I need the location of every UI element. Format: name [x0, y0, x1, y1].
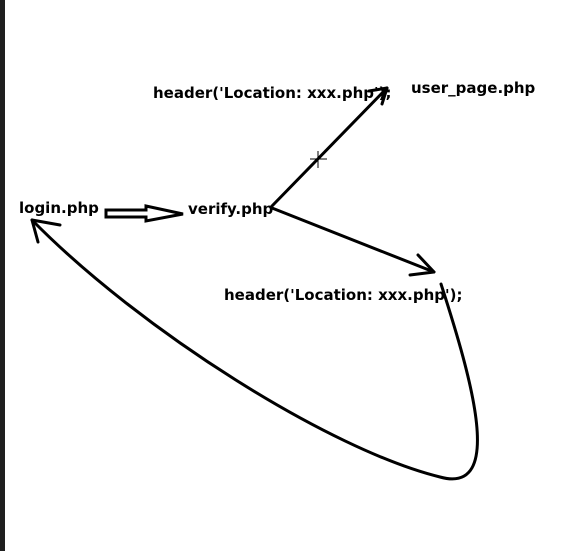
- failure-to-login-arrowhead: [30, 218, 62, 244]
- verify-to-userpage-arrowhead: [367, 86, 389, 106]
- redirect-header-label-success: header('Location: xxx.php');: [153, 84, 392, 102]
- login-to-verify-arrow: [104, 204, 184, 223]
- redirect-header-label-failure: header('Location: xxx.php');: [224, 286, 463, 304]
- user-page-php-label: user_page.php: [411, 79, 536, 97]
- login-php-label: login.php: [19, 199, 99, 217]
- window-left-border: [0, 0, 5, 551]
- failure-to-login-loop: [30, 218, 479, 481]
- verify-to-failure-arrow: [270, 206, 436, 274]
- verify-to-failure-arrowhead: [408, 253, 436, 277]
- verify-php-label: verify.php: [188, 200, 274, 218]
- verify-to-userpage-arrow: [270, 86, 389, 208]
- crosshair-cursor-icon: [310, 151, 327, 168]
